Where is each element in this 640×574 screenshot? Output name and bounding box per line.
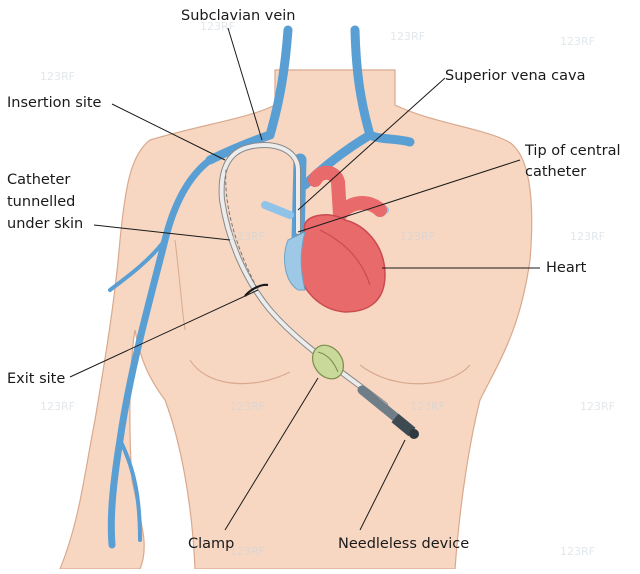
watermark-text: 123RF — [390, 30, 425, 43]
label-tip-central-catheter-line2: catheter — [525, 164, 587, 180]
watermark-text: 123RF — [410, 400, 445, 413]
label-subclavian-vein: Subclavian vein — [181, 8, 296, 24]
heart — [284, 165, 387, 313]
label-catheter-line2: tunnelled — [7, 194, 76, 210]
clamp — [311, 344, 345, 380]
watermark-text: 123RF — [230, 400, 265, 413]
watermark-text: 123RF — [40, 70, 75, 83]
label-exit-site: Exit site — [7, 371, 66, 387]
exit-site-cuff — [244, 283, 269, 297]
watermark-text: 123RF — [560, 545, 595, 558]
watermark-text: 123RF — [560, 35, 595, 48]
watermark-text: 123RF — [230, 545, 265, 558]
watermark-text: 123RF — [400, 230, 435, 243]
label-insertion-site: Insertion site — [7, 95, 102, 111]
watermark-text: 123RF — [230, 230, 265, 243]
label-heart: Heart — [546, 260, 587, 276]
body-silhouette — [59, 69, 533, 570]
label-needleless-device: Needleless device — [338, 536, 470, 552]
label-tip-central-catheter-line1: Tip of central — [525, 143, 621, 159]
watermark-text: 123RF — [580, 400, 615, 413]
watermarks: 123RF 123RF 123RF 123RF 123RF 123RF 123R… — [40, 20, 615, 558]
right-breast-contour — [359, 364, 471, 385]
central-catheter — [218, 142, 388, 408]
label-clamp: Clamp — [188, 536, 235, 552]
left-breast-contour — [189, 359, 291, 385]
label-superior-vena-cava: Superior vena cava — [445, 68, 586, 84]
leader-lines — [69, 27, 540, 531]
watermark-text: 123RF — [570, 230, 605, 243]
label-catheter-line1: Catheter — [7, 172, 71, 188]
needleless-device — [357, 385, 419, 439]
watermark-text: 123RF — [40, 400, 75, 413]
watermark-text: 123RF — [200, 20, 235, 33]
label-catheter-line3: under skin — [7, 216, 84, 232]
